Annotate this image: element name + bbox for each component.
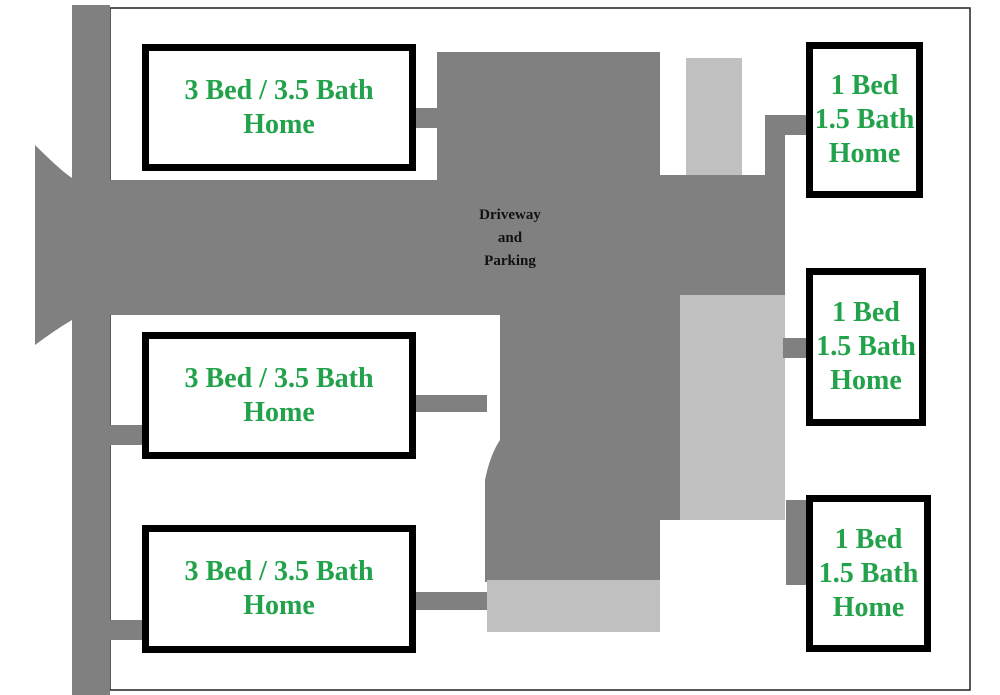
home-label-line: 1 Bed [834, 523, 903, 555]
parking-east [680, 295, 785, 520]
walkway [786, 500, 808, 585]
walkway [783, 338, 808, 358]
home-label-line: 1.5 Bath [814, 104, 915, 135]
home-label-line: Home [832, 591, 905, 623]
driveway-label: Driveway and Parking [455, 204, 565, 273]
driveway-label-line: Driveway [479, 207, 541, 223]
walkway [110, 425, 144, 445]
walkway [765, 115, 785, 180]
home-label-line: Home [830, 365, 902, 396]
driveway-entrance-flare [35, 145, 72, 345]
driveway-north [437, 52, 660, 182]
home-label-line: 1 Bed [830, 70, 899, 101]
walkway [415, 395, 487, 412]
home-label-line: Home [243, 590, 315, 621]
left-road [72, 5, 110, 695]
home-label-line: 3 Bed / 3.5 Bath [184, 74, 374, 106]
parking-south [487, 580, 660, 632]
home-label-line: 1.5 Bath [816, 331, 916, 362]
home-label-line: Home [828, 138, 901, 169]
home-label-line: 1.5 Bath [818, 557, 919, 589]
walkway [415, 108, 439, 128]
home-label-line: 3 Bed / 3.5 Bath [184, 362, 374, 394]
home-label-line: 1 Bed [832, 297, 900, 328]
driveway-south [485, 315, 680, 582]
walkway [110, 620, 144, 640]
home-label-line: Home [243, 396, 315, 428]
walkway [415, 592, 487, 610]
home-label-line: 3 Bed / 3.5 Bath [184, 556, 374, 587]
home-label-line: Home [243, 108, 315, 140]
driveway-label-line: and [497, 230, 523, 246]
parking-north [686, 58, 742, 175]
driveway-east [660, 175, 785, 315]
driveway-label-line: Parking [484, 253, 536, 269]
